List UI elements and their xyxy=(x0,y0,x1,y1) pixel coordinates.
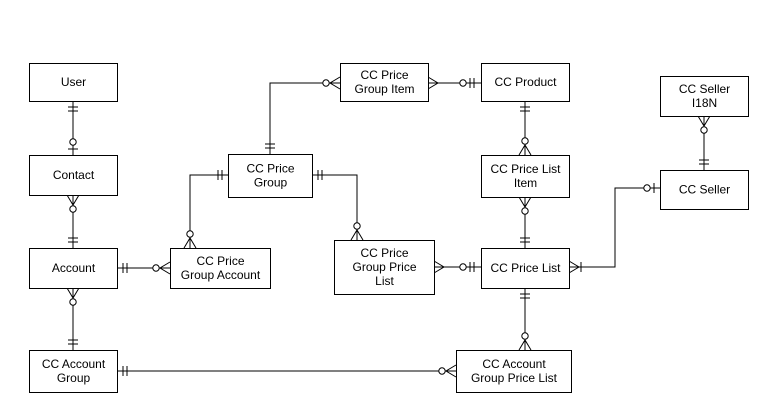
relationship-account-account-group xyxy=(66,287,80,350)
relationship-end-from-one-mandatory xyxy=(520,106,530,112)
relationship-price-list-item-price-list xyxy=(518,196,532,248)
relationship-end-to-zero-or-one xyxy=(643,183,655,193)
entity-label-line: Group xyxy=(57,371,91,385)
entity-label-line: Group Price xyxy=(352,260,416,274)
relationship-price-group-price-group-account xyxy=(183,170,228,249)
relationship-price-group-price-list-price-list xyxy=(433,260,481,274)
entity-label-line: Group Account xyxy=(181,268,261,282)
entity-box xyxy=(29,350,118,393)
relationship-end-from-many-one xyxy=(568,260,582,274)
relationship-price-list-seller xyxy=(568,183,660,274)
relationship-end-to-zero-or-many xyxy=(438,364,457,378)
relationship-account-price-group-account xyxy=(117,261,171,275)
relationship-end-to-zero-or-many xyxy=(322,76,341,90)
relationship-seller-i18n-seller xyxy=(697,115,711,170)
entity-box xyxy=(660,170,749,210)
relationship-price-group-price-group-price-list xyxy=(312,170,364,241)
entity-box xyxy=(29,155,118,196)
entity-box xyxy=(481,155,570,198)
entity-box xyxy=(660,76,749,117)
relationship-end-from-one-mandatory xyxy=(122,366,128,376)
entity-label-line: CC Price List xyxy=(490,261,561,275)
entity-box xyxy=(170,248,271,289)
entity-label-line: CC Seller xyxy=(679,82,730,96)
relationship-end-to-zero-or-one xyxy=(68,138,78,150)
relationship-end-to-one-mandatory xyxy=(68,237,78,243)
entity-box xyxy=(29,248,118,289)
relationship-end-from-zero-or-many xyxy=(66,287,80,306)
entity-cc-product: CC Product xyxy=(481,63,570,102)
relationship-lines xyxy=(66,76,711,378)
relationship-contact-account xyxy=(66,194,80,248)
entity-label-line: CC Account xyxy=(42,357,106,371)
entity-label-line: CC Price xyxy=(360,246,408,260)
relationship-end-from-zero-or-many xyxy=(697,115,711,134)
entity-label-line: Account xyxy=(52,261,96,275)
relationship-end-to-one-mandatory xyxy=(520,237,530,243)
entity-user: User xyxy=(29,63,118,102)
entity-label-line: CC Product xyxy=(494,75,557,89)
entity-box xyxy=(29,63,118,102)
relationship-product-price-list-item xyxy=(518,101,532,156)
entity-label-line: CC Price xyxy=(196,254,244,268)
relationship-price-list-account-group-price-list xyxy=(518,288,532,351)
relationship-end-from-zero-or-many xyxy=(66,194,80,213)
entity-label-line: I18N xyxy=(692,96,717,110)
entity-box xyxy=(456,350,572,393)
entity-label-line: Group Price List xyxy=(471,371,558,385)
entity-label-line: List xyxy=(375,274,394,288)
entity-label-line: CC Price xyxy=(246,162,294,176)
entity-label-line: User xyxy=(61,75,86,89)
entity-box xyxy=(334,240,435,295)
entity-account: Account xyxy=(29,248,118,289)
entity-label-line: Contact xyxy=(53,168,95,182)
relationship-end-to-zero-or-many xyxy=(518,137,532,156)
relationship-end-to-zero-or-many xyxy=(152,261,171,275)
relationship-end-from-many xyxy=(433,260,445,274)
entity-cc-price-list: CC Price List xyxy=(481,248,570,289)
relationship-end-from-one-mandatory xyxy=(217,170,223,180)
relationship-end-to-zero-or-one-mandatory xyxy=(459,262,475,272)
entity-label-line: CC Seller xyxy=(679,183,730,197)
relationship-end-to-zero-or-many xyxy=(350,222,364,241)
entity-label-line: CC Price xyxy=(360,68,408,82)
relationship-end-to-zero-or-many xyxy=(183,230,197,249)
relationship-end-from-one-mandatory xyxy=(265,143,275,149)
relationship-end-from-one-mandatory xyxy=(317,170,323,180)
entity-label-line: CC Price List xyxy=(490,162,561,176)
relationship-end-to-zero-or-many xyxy=(518,332,532,351)
relationship-end-from-zero-or-many xyxy=(518,196,532,215)
relationship-end-from-one-mandatory xyxy=(68,106,78,112)
entity-box xyxy=(228,154,313,198)
entity-box xyxy=(340,63,429,102)
entity-label-line: CC Account xyxy=(482,357,546,371)
relationship-end-to-zero-or-one-mandatory xyxy=(459,78,475,88)
entity-contact: Contact xyxy=(29,155,118,196)
entity-box xyxy=(481,248,570,289)
entity-label-line: Item xyxy=(514,176,537,190)
relationship-end-to-one-mandatory xyxy=(68,339,78,345)
relationship-user-contact xyxy=(68,101,78,155)
relationship-end-from-many xyxy=(427,76,439,90)
relationship-end-to-one-mandatory xyxy=(699,159,709,165)
relationship-price-group-item-product xyxy=(427,76,481,90)
relationship-account-group-account-group-price-list xyxy=(117,364,457,378)
relationship-price-group-price-group-item xyxy=(265,76,341,154)
relationship-end-from-one-mandatory xyxy=(122,263,128,273)
entity-label-line: Group xyxy=(254,176,288,190)
relationship-end-from-one-mandatory xyxy=(520,293,530,299)
entity-box xyxy=(481,63,570,102)
entity-label-line: Group Item xyxy=(354,82,414,96)
entity-cc-seller: CC Seller xyxy=(660,170,749,210)
